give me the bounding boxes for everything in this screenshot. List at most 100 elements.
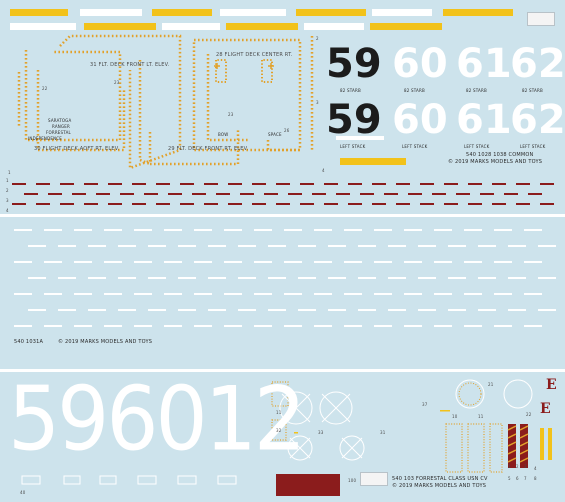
- row-marker: 4: [6, 208, 9, 213]
- decal-panel-forrestal: 596012 E E 11 32 33 37 31 10 11 21 22 1 …: [0, 372, 565, 502]
- white-crossed-circle: [287, 435, 313, 461]
- white-box: [63, 475, 81, 485]
- white-crossed-circle: [339, 435, 365, 461]
- panel-forrestal-artwork: [0, 372, 565, 502]
- white-dash-row: [28, 277, 556, 279]
- white-stripe: [10, 23, 76, 30]
- outline-circle: [455, 379, 485, 409]
- small-tag: SPACE: [268, 132, 282, 137]
- ship-name: INDEPENDENCE: [28, 136, 63, 141]
- elevator-outline: [148, 130, 240, 166]
- white-stripe: [336, 136, 384, 140]
- item-number: 1: [8, 170, 11, 175]
- ship-name: SARATOGA: [48, 118, 72, 123]
- yellow-stripe: [296, 9, 366, 16]
- item-number: 5: [508, 476, 511, 481]
- item-number: 4: [534, 466, 537, 471]
- hull-number-tag: LEFT STACK: [520, 144, 546, 149]
- item-number: 2: [316, 36, 319, 41]
- white-box: [21, 475, 41, 485]
- yellow-stripe: [340, 158, 406, 165]
- maroon-dash-row: [12, 203, 554, 205]
- white-dash-row: [14, 261, 542, 263]
- item-number: 21: [488, 382, 494, 387]
- elevator-outline: [36, 70, 126, 152]
- white-box: [177, 475, 197, 485]
- copyright: © 2019 MARKS MODELS AND TOYS: [58, 339, 153, 345]
- maroon-dash-row: [12, 183, 554, 185]
- white-box: [99, 475, 117, 485]
- manufacturer-logo: [360, 472, 388, 486]
- yellow-stripe: [10, 9, 68, 16]
- yellow-stripe: [540, 428, 544, 460]
- item-number: 22: [526, 412, 532, 417]
- panel-stripes-artwork: [0, 217, 565, 369]
- item-number: 11: [276, 410, 282, 415]
- dotted-circle: [458, 382, 482, 406]
- tail-letter: E: [546, 377, 557, 393]
- item-number: 23: [114, 80, 120, 85]
- white-box: [217, 475, 237, 485]
- sheet-divider: [0, 214, 565, 217]
- hull-number-white: 61: [456, 41, 512, 87]
- hull-number-tag: 82 STARB: [340, 88, 361, 93]
- hull-number-white: 60: [392, 97, 448, 143]
- item-number: 23: [228, 112, 234, 117]
- maroon-dash-row: [24, 193, 542, 195]
- elevator-label: 28 FLIGHT DECK CENTER RT.: [216, 52, 293, 58]
- item-number: 3: [524, 464, 527, 469]
- hull-number-white: 62: [510, 41, 565, 87]
- item-number: 100: [348, 478, 357, 483]
- yellow-stripe: [443, 9, 513, 16]
- white-dash-row: [14, 229, 542, 231]
- white-box: [137, 475, 157, 485]
- panel-common-artwork: [0, 0, 565, 214]
- white-dash-row: [28, 309, 556, 311]
- white-stripe: [220, 9, 286, 16]
- hull-number-tag: LEFT STACK: [464, 144, 490, 149]
- hull-number-tag: LEFT STACK: [402, 144, 428, 149]
- ship-name: RANGER: [52, 124, 70, 129]
- tail-letter: E: [540, 401, 551, 417]
- elevator-outline: [206, 54, 250, 142]
- item-number: 10: [452, 414, 458, 419]
- outline-circle: [503, 379, 533, 409]
- elevator-outline: [138, 60, 151, 166]
- dotted-box: [489, 423, 503, 473]
- hull-number-tag: 82 STARB: [466, 88, 487, 93]
- small-tag: BOW: [218, 132, 229, 137]
- item-number: 2: [516, 464, 519, 469]
- item-number: 6: [516, 476, 519, 481]
- sheet-code: 540 103 FORRESTAL CLASS USN CV: [392, 476, 488, 482]
- elevator-outline: [261, 59, 273, 83]
- elevator-outline: [59, 34, 182, 170]
- yellow-stripe: [548, 428, 552, 460]
- item-number: 22: [42, 86, 48, 91]
- maroon-bar: [276, 474, 340, 496]
- hull-number-tag: 82 STARB: [522, 88, 543, 93]
- item-number: 37: [422, 402, 428, 407]
- white-crossed-circle: [279, 391, 313, 425]
- row-marker: 3: [6, 198, 9, 203]
- copyright: © 2019 MARKS MODELS AND TOYS: [448, 159, 543, 165]
- sheet-divider: [0, 369, 565, 372]
- dotted-box: [445, 423, 463, 473]
- white-stripe: [304, 23, 364, 30]
- decal-panel-common: 31 FLT. DECK FRONT LT. ELEV. 28 FLIGHT D…: [0, 0, 565, 214]
- yellow-stripe: [226, 23, 298, 30]
- hull-number-black: 59: [326, 97, 382, 143]
- hull-number-tag: 82 STARB: [404, 88, 425, 93]
- item-number: 1: [508, 464, 511, 469]
- hull-number-black: 59: [326, 41, 382, 87]
- elevator-outline: [215, 59, 227, 83]
- dotted-box: [467, 423, 485, 473]
- item-number: 26: [284, 128, 290, 133]
- yellow-stripe: [370, 23, 442, 30]
- hatched-stripe: [519, 424, 529, 468]
- dotted-box: [271, 381, 289, 407]
- dotted-box: [271, 419, 287, 441]
- yellow-stripe: [152, 9, 212, 16]
- decal-panel-stripes: 540 1031A © 2019 MARKS MODELS AND TOYS: [0, 217, 565, 369]
- hull-number-tag: LEFT STACK: [340, 144, 366, 149]
- white-stripe: [162, 23, 220, 30]
